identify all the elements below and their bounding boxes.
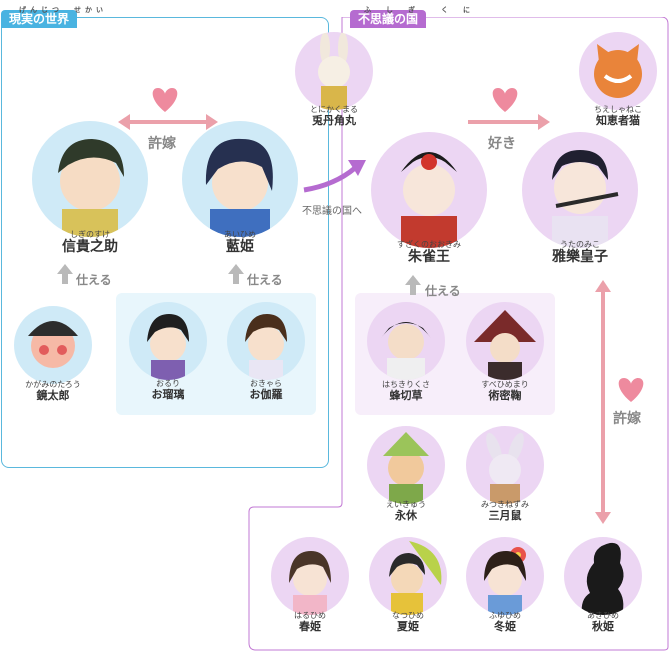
ruby-kagaminotarou: かがみのたろう xyxy=(25,380,81,389)
wonderland-panel-outline xyxy=(248,17,669,651)
name-okyara: お伽羅 xyxy=(249,388,283,401)
like-label: 好き xyxy=(488,136,516,152)
serve-arrow-1 xyxy=(57,264,73,284)
portrait-tonikakumaru xyxy=(295,32,373,110)
ruby-chieshaneko: ちえしゃねこ xyxy=(594,105,642,114)
heart-icon xyxy=(492,88,518,112)
serve-arrow-2 xyxy=(228,264,244,284)
real-world-ruby: げんじつ せかい xyxy=(19,6,107,14)
portrait-chieshaneko xyxy=(579,32,657,110)
engaged-arrow-real xyxy=(118,114,218,130)
real-world-label: 現実の世界 xyxy=(9,12,70,26)
portrait-aihime xyxy=(182,121,298,237)
wonderland-ruby: ふ し ぎ く に xyxy=(364,6,474,14)
engaged-label-wonderland: 許嫁 xyxy=(613,411,641,427)
serve-label-2: 仕える xyxy=(247,273,283,287)
ruby-okyara: おきゃら xyxy=(250,379,282,388)
serve-label-3: 仕える xyxy=(425,284,461,298)
name-shiginosuke: 信貴之助 xyxy=(62,239,118,255)
portrait-okyara xyxy=(227,302,305,380)
portrait-suzakunoookimi xyxy=(371,132,487,248)
ruby-fuyuhime: ふゆひめ xyxy=(489,611,521,620)
name-haruhime: 春姫 xyxy=(299,620,321,633)
like-arrow xyxy=(468,114,550,130)
wonderland-label: 不思議の国 xyxy=(358,12,419,26)
ruby-tonikakumaru: とにかくまる xyxy=(310,105,358,114)
name-natsuhime: 夏姫 xyxy=(397,620,419,633)
engaged-label-real: 許嫁 xyxy=(148,136,176,152)
name-chieshaneko: 知恵者猫 xyxy=(596,114,640,127)
engaged-arrow-wonderland xyxy=(595,280,611,524)
portrait-akihime-silhouette xyxy=(564,537,642,615)
name-oruri: お瑠璃 xyxy=(151,388,185,401)
name-fuyuhime: 冬姫 xyxy=(494,620,516,633)
ruby-suzakunoookimi: すざくのおおきみ xyxy=(397,240,461,249)
serve-label-1: 仕える xyxy=(76,273,112,287)
ruby-shiginosuke: しぎのすけ xyxy=(70,230,110,239)
name-hachikirikusa: 蜂切草 xyxy=(389,389,423,402)
real-world-panel xyxy=(1,17,329,468)
name-mitsukinezumi: 三月鼠 xyxy=(488,509,522,522)
ruby-eikyuu: えいきゅう xyxy=(386,500,426,509)
portrait-haruhime xyxy=(271,537,349,615)
wonderland-tag: ふ し ぎ く に 不思議の国 xyxy=(350,6,470,28)
portrait-fuyuhime xyxy=(466,537,544,615)
portrait-oruri xyxy=(129,302,207,380)
ruby-haruhime: はるひめ xyxy=(294,611,326,620)
name-utanomiko: 雅樂皇子 xyxy=(552,249,608,265)
heart-icon xyxy=(618,378,644,402)
ruby-utanomiko: うたのみこ xyxy=(560,240,600,249)
name-suzakunoookimi: 朱雀王 xyxy=(408,249,450,265)
portrait-hachikirikusa xyxy=(367,302,445,380)
name-tonikakumaru: 兎丹角丸 xyxy=(312,114,356,127)
to-wonderland-label: 不思議の国へ xyxy=(302,206,362,217)
portrait-eikyuu xyxy=(367,426,445,504)
to-wonderland-arrow xyxy=(303,166,357,193)
ruby-akihime: あきひめ xyxy=(587,611,619,620)
ruby-subehimemari: すべひめまり xyxy=(481,380,529,389)
ruby-natsuhime: なつひめ xyxy=(392,611,424,620)
portrait-natsuhime xyxy=(369,537,447,615)
name-kagaminotarou: 鏡太郎 xyxy=(36,389,70,402)
name-aihime: 藍姫 xyxy=(226,239,254,255)
portrait-subehimemari xyxy=(466,302,544,380)
ruby-oruri: おるり xyxy=(156,379,180,388)
name-subehimemari: 術密鞠 xyxy=(488,389,522,402)
real-world-tag: げんじつ せかい 現実の世界 xyxy=(1,6,103,28)
ruby-hachikirikusa: はちきりくさ xyxy=(382,380,430,389)
name-akihime: 秋姫 xyxy=(592,620,614,633)
portrait-kagaminotarou xyxy=(14,306,92,384)
portrait-mitsukinezumi xyxy=(466,426,544,504)
ruby-mitsukinezumi: みつきねずみ xyxy=(481,500,529,509)
serve-arrow-3 xyxy=(405,275,421,295)
name-eikyuu: 永休 xyxy=(395,509,417,522)
portrait-utanomiko xyxy=(522,132,638,248)
heart-icon xyxy=(152,88,178,112)
portrait-shiginosuke xyxy=(32,121,148,237)
ruby-aihime: あいひめ xyxy=(224,230,256,239)
